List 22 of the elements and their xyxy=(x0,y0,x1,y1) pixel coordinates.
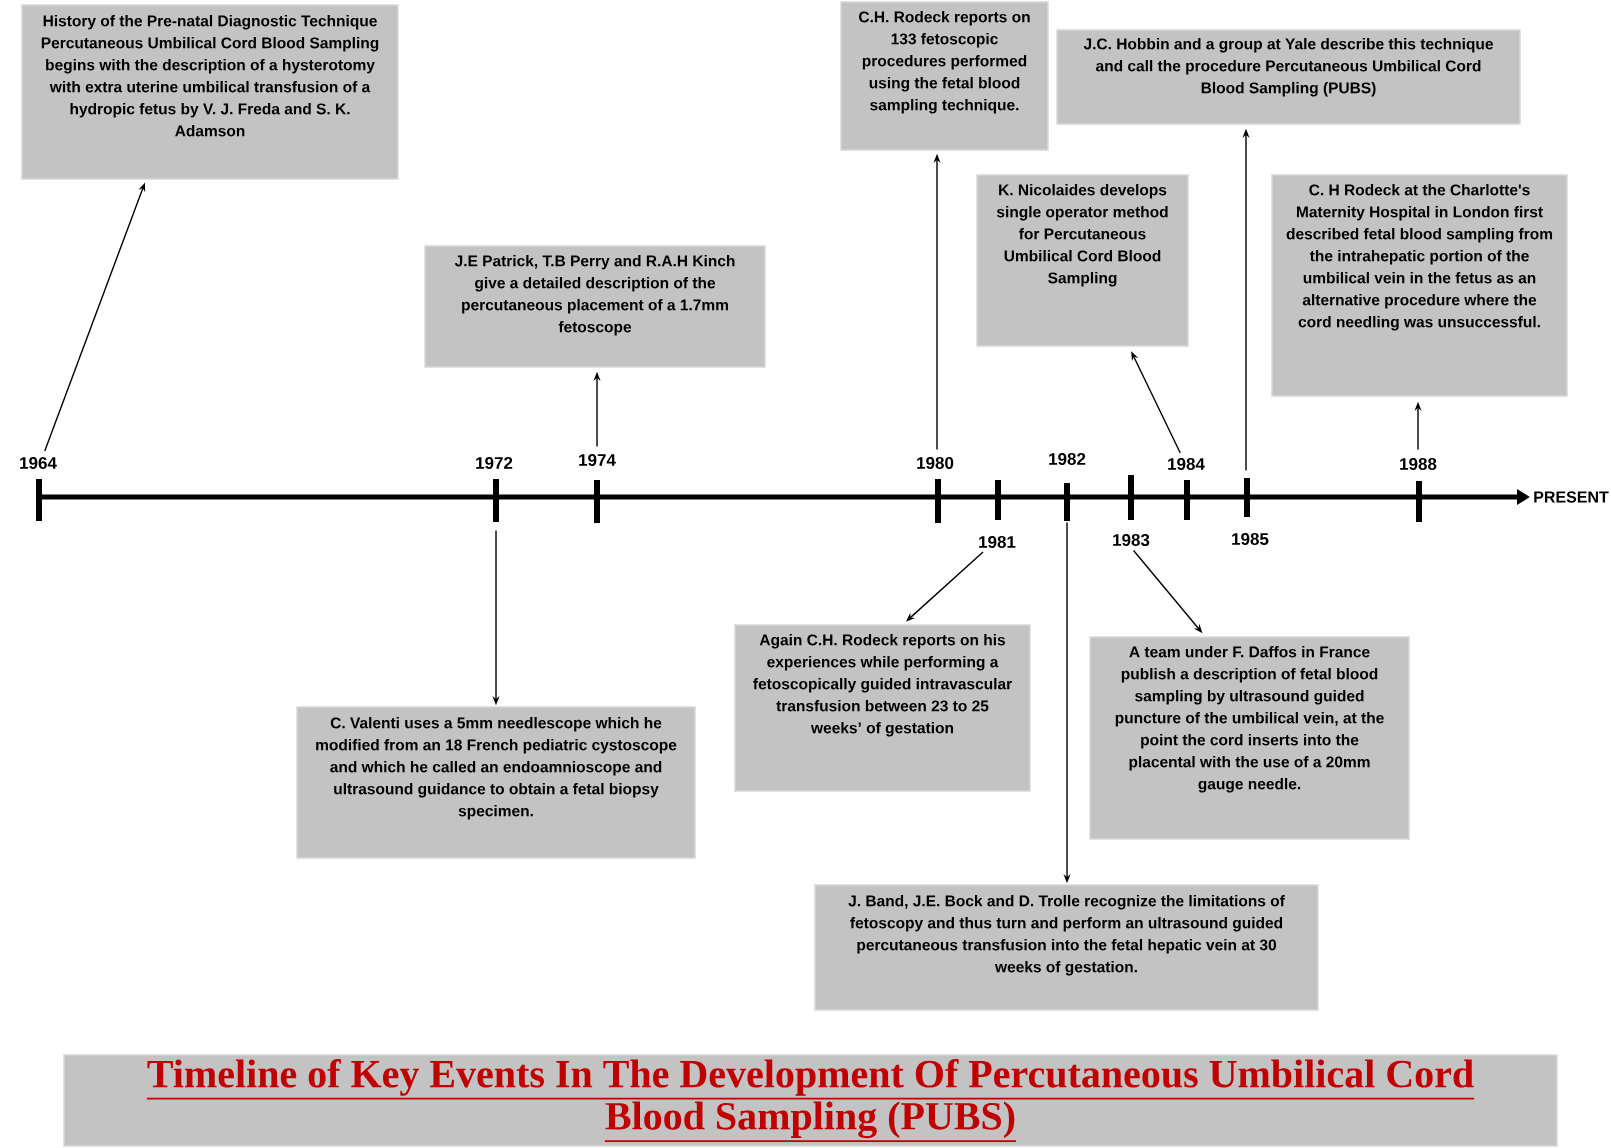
year-label: 1983 xyxy=(1113,533,1150,547)
event-box: C.H. Rodeck reports on 133 fetoscopic procedures performed using the fetal blood sampling technique. xyxy=(840,1,1049,151)
event-box: J. Band, J.E. Bock and D. Trolle recognize the limitations of fetoscopy and thus turn and perform an ultrasound guided percutaneous transfusion into the fetal hepatic vein at 30 weeks of gestation. xyxy=(814,884,1319,1011)
year-label: 1964 xyxy=(20,457,57,469)
event-box: History of the Pre-natal Diagnostic Technique Percutaneous Umbilical Cord Blood Sampling begins with the description of a hysterotomy with extra uterine umbilical transfusion of a hydropic fetus by V. J. Freda and S. K. Adamson xyxy=(21,4,399,180)
year-label: 1984 xyxy=(1168,458,1205,470)
year-label: 1982 xyxy=(1049,453,1086,465)
axis-label: PRESENT xyxy=(1534,491,1609,503)
event-box: A team under F. Daffos in France publish a description of fetal blood sampling by ultrasound guided puncture of the umbilical vein, at the point the cord inserts into the placental with the use of a 20mm gauge needle. xyxy=(1089,636,1410,840)
year-label: 1974 xyxy=(579,454,616,466)
event-box: C. H Rodeck at the Charlotte's Maternity Hospital in London first described fetal blood sampling from the intrahepatic portion of the umbilical vein in the fetus as an alternative procedure where the cord needling was unsuccessful. xyxy=(1271,174,1568,397)
event-box: J.C. Hobbin and a group at Yale describe this technique and call the procedure Percutaneous Umbilical Cord Blood Sampling (PUBS) xyxy=(1056,29,1521,125)
event-box: Again C.H. Rodeck reports on his experiences while performing a fetoscopically guided intravascular transfusion between 23 to 25 weeks’ of gestation xyxy=(734,624,1031,792)
title-banner: Timeline of Key Events In The Development Of Percutaneous Umbilical Cord Blood Sampling (PUBS) xyxy=(63,1054,1558,1147)
event-box: C. Valenti uses a 5mm needlescope which he modified from an 18 French pediatric cystoscope and which he called an endoamnioscope and ultrasound guidance to obtain a fetal biopsy specimen. xyxy=(296,706,696,859)
year-label: 1985 xyxy=(1232,533,1269,545)
year-label: 1980 xyxy=(917,457,954,469)
year-label: 1981 xyxy=(979,536,1016,548)
event-box: K. Nicolaides develops single operator method for Percutaneous Umbilical Cord Blood Sampling xyxy=(976,174,1189,347)
year-label: 1972 xyxy=(476,457,513,469)
event-box: J.E Patrick, T.B Perry and R.A.H Kinch give a detailed description of the percutaneous placement of a 1.7mm fetoscope xyxy=(424,245,766,368)
year-label: 1988 xyxy=(1400,458,1437,470)
